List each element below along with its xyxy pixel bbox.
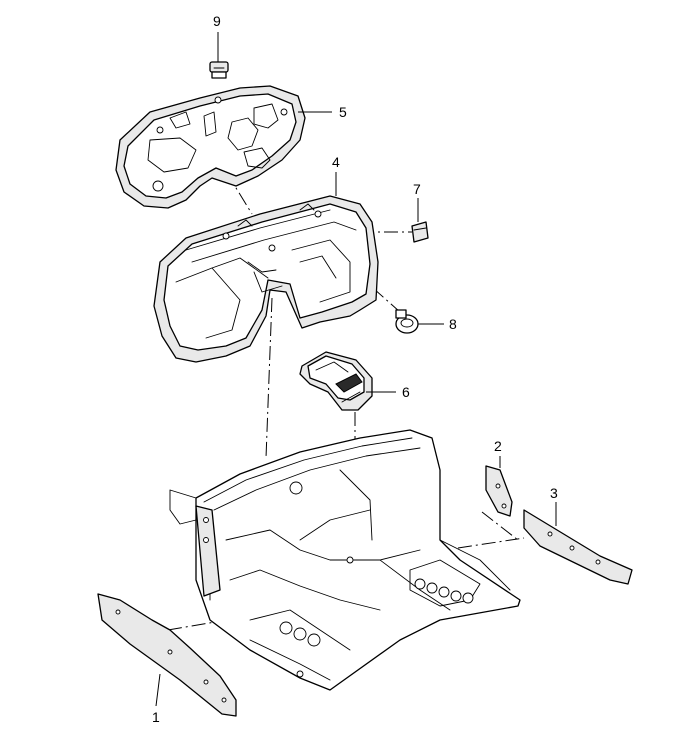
callout-8: 8: [449, 316, 457, 332]
callout-6: 6: [402, 384, 410, 400]
callout-1: 1: [152, 709, 160, 725]
callout-4: 4: [332, 154, 340, 170]
part-4-bulkhead-insulation: [153, 195, 379, 363]
part-6-bracket: [299, 351, 373, 411]
callout-7: 7: [413, 181, 421, 197]
callout-labels: 9 5 4 7 8 6 2 3 1: [152, 13, 558, 725]
part-3-long-pad: [523, 509, 633, 585]
part-7-clip: [411, 221, 429, 243]
callout-5: 5: [339, 104, 347, 120]
part-8-plug: [395, 309, 419, 334]
callout-2: 2: [494, 438, 502, 454]
callout-3: 3: [550, 485, 558, 501]
leader-lines: [155, 32, 557, 707]
part-2-small-pad: [485, 465, 513, 517]
part-5-insulation-pad: [115, 85, 306, 209]
callout-9: 9: [213, 13, 221, 29]
floor-body-structure: [169, 429, 521, 691]
part-1-long-pad: [97, 593, 237, 717]
part-9-bolt: [209, 61, 229, 79]
